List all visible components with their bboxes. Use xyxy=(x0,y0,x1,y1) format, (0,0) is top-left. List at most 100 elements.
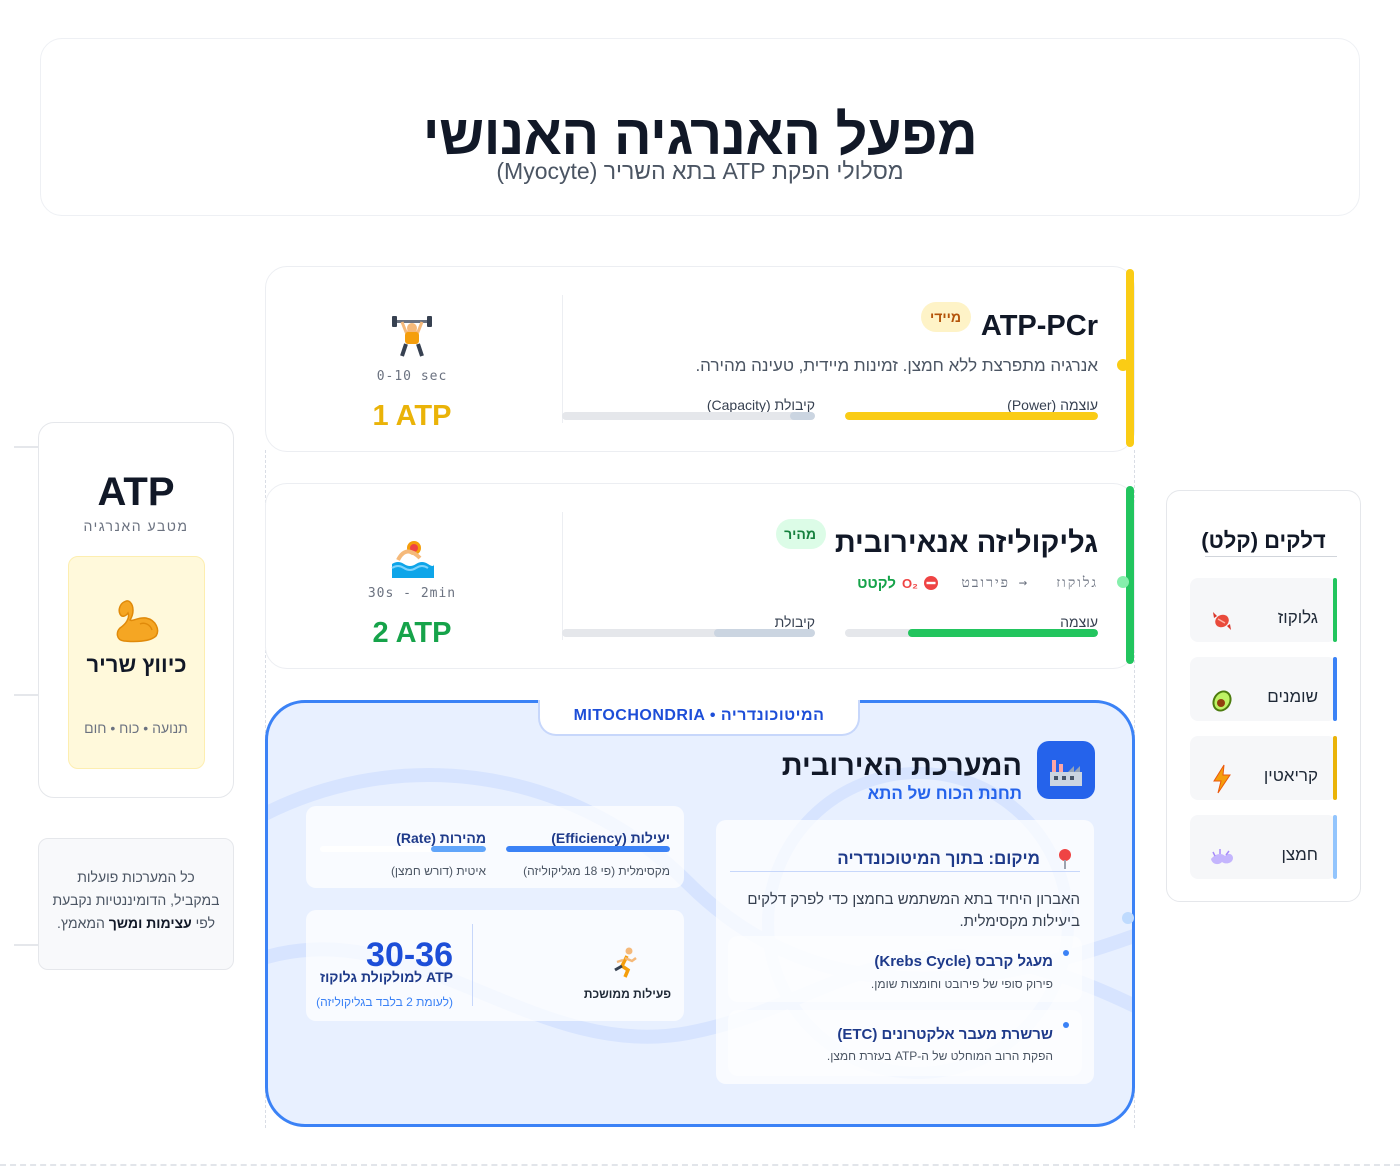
location-title: מיקום: בתוך המיטוכונדריה xyxy=(837,849,1040,868)
aerobic-accent-dot xyxy=(1122,912,1134,924)
mitochondria-tab: MITOCHONDRIA • המיטוכונדריה xyxy=(538,700,860,736)
fuels-title: דלקים (קלט) xyxy=(1201,528,1326,553)
swimmer-icon xyxy=(391,541,434,578)
step-description: הפקת הרוב המוחלט של ה-ATP בעזרת חמצן. xyxy=(826,1049,1053,1063)
bottom-divider xyxy=(0,1164,1400,1166)
chain-arrow: → xyxy=(1018,575,1030,591)
system-timeframe: 0-10 sec xyxy=(376,369,448,384)
note-card xyxy=(38,838,234,970)
system-title: גליקוליזה אנאירובית xyxy=(834,527,1098,559)
system-accent-bar xyxy=(1126,486,1134,664)
fuel-label: גלוקוז xyxy=(1277,608,1318,627)
capacity-track xyxy=(562,412,815,420)
capacity-track xyxy=(562,629,815,637)
candy-icon xyxy=(1213,612,1231,630)
system-speed-badge: מהיר xyxy=(776,519,826,549)
factory-icon-box xyxy=(1037,741,1095,799)
avocado-icon xyxy=(1212,690,1232,712)
power-label: עוצמה (Power) xyxy=(1007,397,1098,413)
fuel-color-bar xyxy=(1333,657,1337,721)
fuel-label: חמצן xyxy=(1281,845,1318,864)
rate-fill xyxy=(431,846,486,852)
aerobic-title: המערכת האירובית xyxy=(781,750,1022,782)
step-item xyxy=(728,1010,1082,1076)
oxygen-bubbles-icon xyxy=(1211,849,1233,865)
oxygen-label: O₂ xyxy=(902,576,918,591)
efficiency-track xyxy=(506,846,670,852)
step-title: מעגל קרבס (Krebs Cycle) xyxy=(874,953,1053,970)
page-subtitle: מסלולי הפקת ATP בתא השריר (Myocyte) xyxy=(496,158,904,184)
muscle-contraction-title: כיווץ שריר xyxy=(86,652,187,677)
step-description: פירוק סופי של פירובט וחומצות שומן. xyxy=(870,977,1053,991)
location-divider xyxy=(730,871,1080,872)
weightlifter-icon xyxy=(392,316,432,357)
fuel-label: שומנים xyxy=(1267,687,1318,706)
fuels-divider xyxy=(1205,556,1337,557)
system-atp-output: 1 ATP xyxy=(372,400,452,432)
muscle-contraction-box xyxy=(68,556,205,769)
activity-label: פעילות ממושכת xyxy=(583,987,672,1001)
runner-icon xyxy=(614,947,637,978)
fuel-item-fats xyxy=(1190,657,1336,721)
rate-sub: איטית (דורש חמצן) xyxy=(390,864,486,878)
step-bullet xyxy=(1063,950,1069,956)
fuel-color-bar xyxy=(1333,815,1337,879)
factory-icon xyxy=(1050,760,1082,786)
card-divider xyxy=(562,295,563,423)
system-description: אנרגיה מתפרצת ללא חמצן. זמינות מיידית, ט… xyxy=(695,356,1098,375)
atp-caption: מטבע האנרגיה xyxy=(83,518,189,534)
atp-yield-note: (לעומת 2 בלבד בגליקוליזה) xyxy=(316,995,453,1009)
header-card xyxy=(40,38,1360,216)
step-title: שרשרת מעבר אלקטרונים (ETC) xyxy=(837,1026,1053,1043)
muscle-contraction-subtitle: תנועה • כוח • חום xyxy=(84,720,188,736)
power-label: עוצמה xyxy=(1060,614,1098,630)
capacity-label: קיבולת (Capacity) xyxy=(706,397,815,413)
connector-tick xyxy=(14,446,38,448)
power-track xyxy=(845,412,1098,420)
chain-step: גלוקוז xyxy=(1056,575,1098,591)
fuel-item-glucose xyxy=(1190,578,1336,642)
power-fill xyxy=(908,629,1098,637)
card-divider xyxy=(562,512,563,640)
location-description: האברון היחיד בתא המשתמש בחמצן כדי לפרק ד… xyxy=(747,891,1080,930)
system-accent-dot xyxy=(1117,359,1129,371)
efficiency-sub: מקסימלית (פי 18 מגליקוליזה) xyxy=(523,864,670,878)
note-text: כל המערכות פועלות במקביל, הדומיננטיות נק… xyxy=(52,869,220,931)
efficiency-label: יעילות (Efficiency) xyxy=(551,830,670,846)
flexed-biceps-icon xyxy=(116,600,159,643)
atp-yield-number: 30-36 xyxy=(366,936,453,974)
power-track xyxy=(845,629,1098,637)
connector-tick xyxy=(14,944,38,946)
aerobic-subtitle: תחנת הכוח של התא xyxy=(867,784,1022,803)
output-divider xyxy=(472,924,473,1006)
rate-label: מהירות (Rate) xyxy=(396,830,486,846)
atp-yield-unit: ATP למולקולת גלוקוז xyxy=(319,969,453,985)
connector-tick xyxy=(14,694,38,696)
efficiency-fill xyxy=(506,846,670,852)
chain-step: פירובט xyxy=(961,575,1010,591)
system-accent-dot xyxy=(1117,576,1129,588)
fuel-color-bar xyxy=(1333,736,1337,800)
capacity-label: קיבולת xyxy=(774,614,815,630)
page-title: מפעל האנרגיה האנושי xyxy=(422,103,978,166)
system-atp-output: 2 ATP xyxy=(372,617,452,649)
step-item xyxy=(728,936,1082,1002)
capacity-fill xyxy=(713,629,815,637)
capacity-fill xyxy=(789,412,815,420)
system-speed-badge: מיידי xyxy=(921,302,971,332)
fuel-item-oxygen xyxy=(1190,815,1336,879)
atp-title: ATP xyxy=(97,470,175,514)
fuel-item-creatine xyxy=(1190,736,1336,800)
system-timeframe: 30s - 2min xyxy=(367,586,457,601)
rate-track xyxy=(320,846,486,852)
lightning-icon xyxy=(1213,764,1231,794)
system-title: ATP-PCr xyxy=(980,310,1098,342)
step-bullet xyxy=(1063,1022,1069,1028)
pin-icon xyxy=(1059,849,1071,869)
note-emphasis: עצימות ומשך xyxy=(108,915,192,931)
fuel-color-bar xyxy=(1333,578,1337,642)
chain-result: לקטט xyxy=(857,575,896,592)
system-accent-bar xyxy=(1126,269,1134,447)
power-fill xyxy=(845,412,1098,420)
no-entry-icon xyxy=(924,576,938,590)
